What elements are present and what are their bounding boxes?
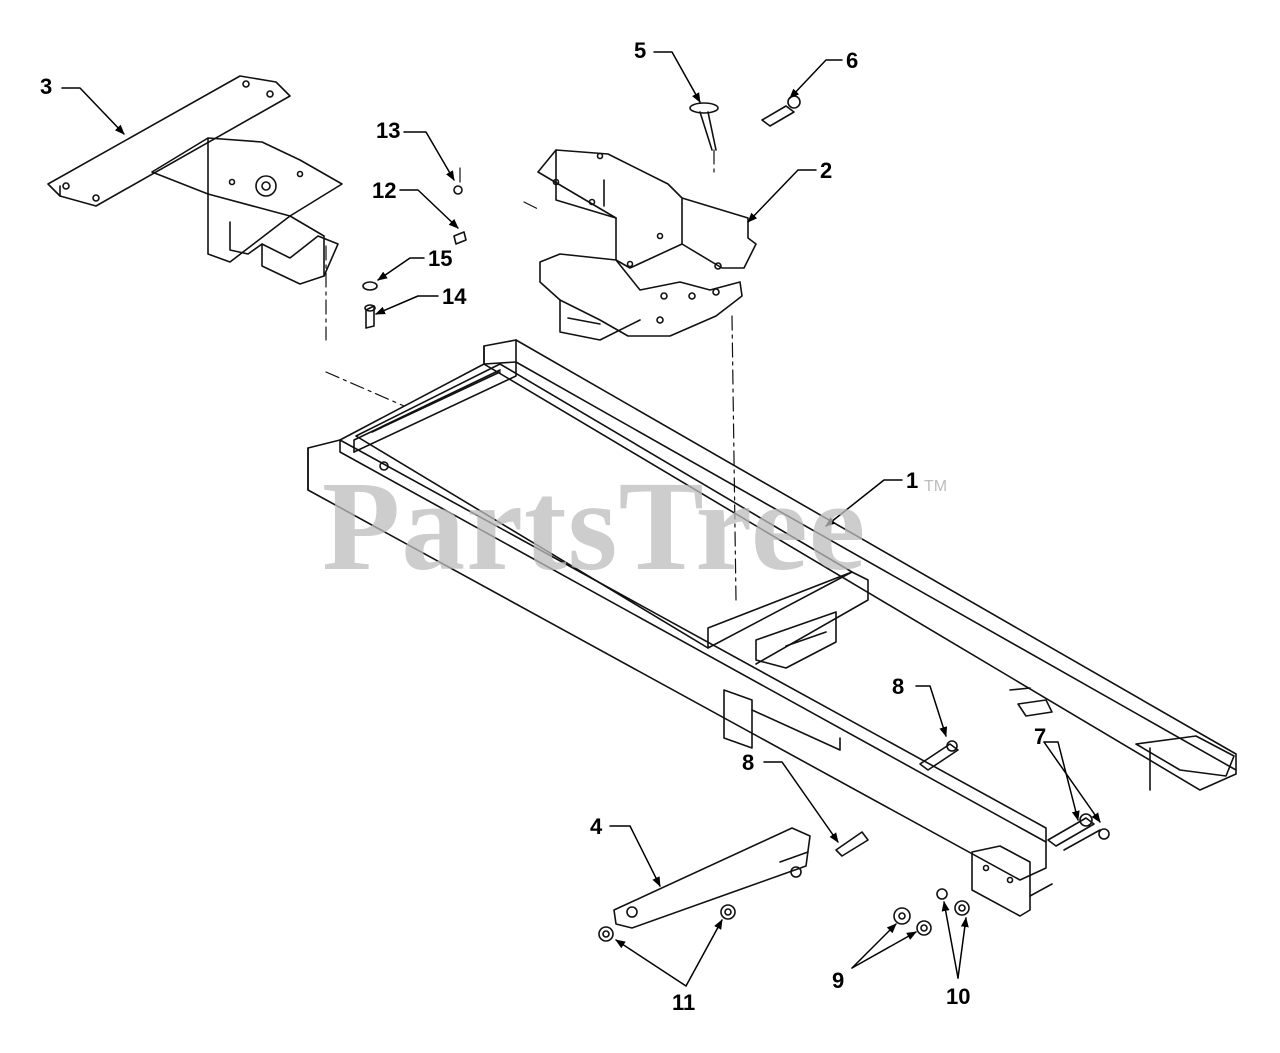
callout-leaders [61, 51, 1101, 987]
callout-13: 13 [376, 118, 401, 143]
callout-3: 3 [40, 74, 53, 99]
callout-8-lower: 8 [742, 750, 755, 775]
main-frame-part [307, 339, 1237, 917]
callout-2: 2 [820, 158, 833, 183]
callout-1: 1 [906, 468, 919, 493]
callout-5: 5 [634, 38, 647, 63]
seat-support-part [537, 149, 757, 341]
callout-10: 10 [946, 984, 971, 1009]
hardware-parts [362, 95, 1110, 942]
callout-8-upper: 8 [892, 674, 905, 699]
callout-9: 9 [832, 968, 845, 993]
seat-bracket-part [47, 75, 343, 285]
callout-15: 15 [428, 246, 453, 271]
callout-12: 12 [372, 178, 397, 203]
callout-6: 6 [846, 48, 859, 73]
alignment-lines [325, 149, 737, 601]
callout-7: 7 [1034, 724, 1047, 749]
trademark-symbol: TM [924, 478, 948, 495]
callout-14: 14 [442, 284, 467, 309]
callout-4: 4 [590, 814, 603, 839]
parts-tree-watermark: PartsTree [322, 455, 867, 597]
callout-11: 11 [672, 990, 696, 1015]
